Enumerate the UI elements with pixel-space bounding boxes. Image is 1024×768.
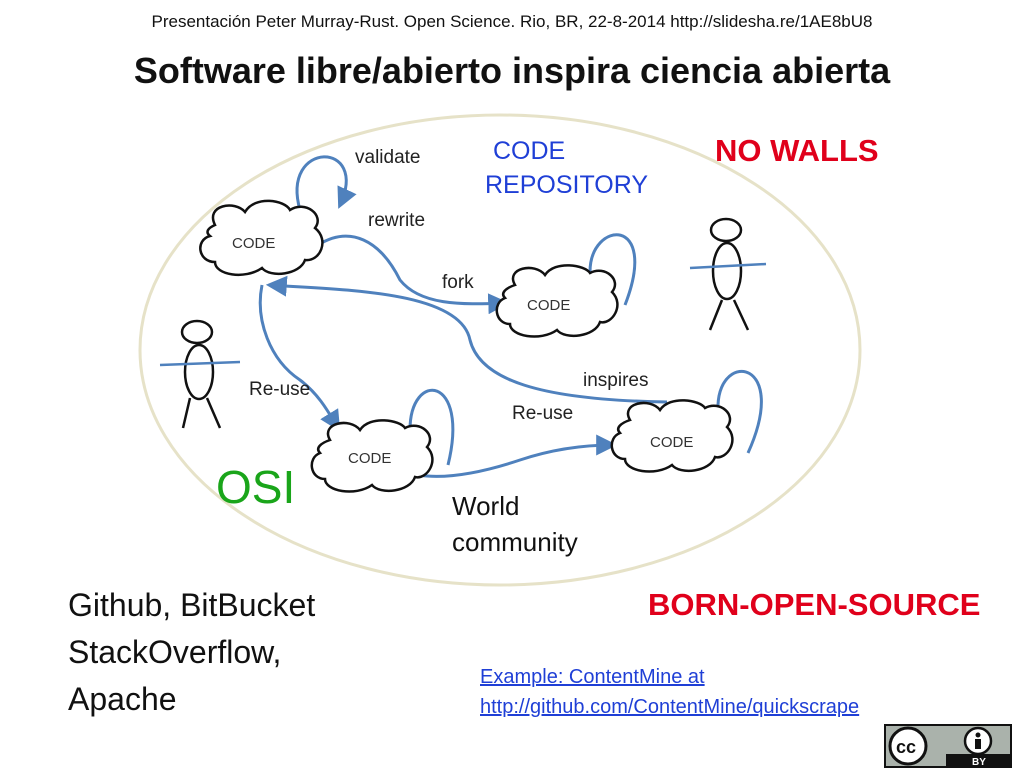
example-link-line[interactable]: Example: ContentMine at bbox=[480, 666, 705, 688]
example-link-url[interactable]: http://github.com/ContentMine/quickscrap… bbox=[480, 696, 860, 718]
code-repository-label: CODE REPOSITORY bbox=[485, 137, 649, 199]
world-community-label: World community bbox=[452, 491, 578, 557]
code-cloud-top-left: CODE bbox=[199, 199, 324, 276]
born-open-source-label: BORN-OPEN-SOURCE bbox=[648, 587, 981, 622]
code-label: CODE bbox=[527, 297, 570, 314]
code-label: CODE bbox=[232, 235, 275, 252]
slide-header: Presentación Peter Murray-Rust. Open Sci… bbox=[151, 12, 873, 31]
reuse-down-arrow bbox=[258, 284, 341, 432]
attribution-icon bbox=[963, 726, 993, 756]
inspires-arrow bbox=[265, 275, 668, 404]
code-cloud-bottom-left: CODE bbox=[310, 419, 434, 493]
code-cloud-bottom-right: CODE bbox=[610, 399, 734, 473]
license-by-label: BY bbox=[972, 757, 986, 768]
person-figure-left bbox=[159, 319, 241, 429]
code-cloud-top-right: CODE bbox=[495, 264, 619, 338]
reuse-right-arrow bbox=[417, 434, 618, 478]
platform-line: StackOverflow, bbox=[68, 634, 282, 670]
inspires-label: inspires bbox=[583, 370, 648, 391]
fork-arrow bbox=[317, 234, 510, 315]
community-ellipse bbox=[138, 113, 862, 587]
platform-line: Apache bbox=[68, 681, 177, 717]
platforms-list: Github, BitBucket StackOverflow, Apache bbox=[68, 582, 315, 723]
lower-left-loop-arrow bbox=[408, 388, 455, 466]
fork-label: fork bbox=[442, 272, 474, 293]
repository-loop-arrow bbox=[588, 233, 637, 306]
slide-title: Software libre/abierto inspira ciencia a… bbox=[133, 50, 891, 91]
code-label: CODE bbox=[650, 434, 693, 451]
cc-by-license-badge: cc BY bbox=[884, 724, 1012, 768]
person-figure-right bbox=[689, 217, 767, 331]
validate-label: validate bbox=[355, 147, 421, 168]
validate-loop-arrow bbox=[295, 155, 357, 211]
example-link[interactable]: Example: ContentMine at http://github.co… bbox=[480, 662, 859, 722]
right-loop-arrow bbox=[716, 369, 763, 454]
code-label: CODE bbox=[348, 450, 391, 467]
rewrite-label: rewrite bbox=[368, 210, 425, 231]
svg-text:cc: cc bbox=[896, 737, 916, 757]
reuse-label-left: Re-use bbox=[249, 379, 310, 400]
osi-label: OSI bbox=[216, 461, 296, 513]
reuse-label-right: Re-use bbox=[512, 403, 573, 424]
no-walls-label: NO WALLS bbox=[715, 133, 879, 168]
cc-icon: cc bbox=[888, 726, 928, 766]
platform-line: Github, BitBucket bbox=[68, 587, 316, 623]
